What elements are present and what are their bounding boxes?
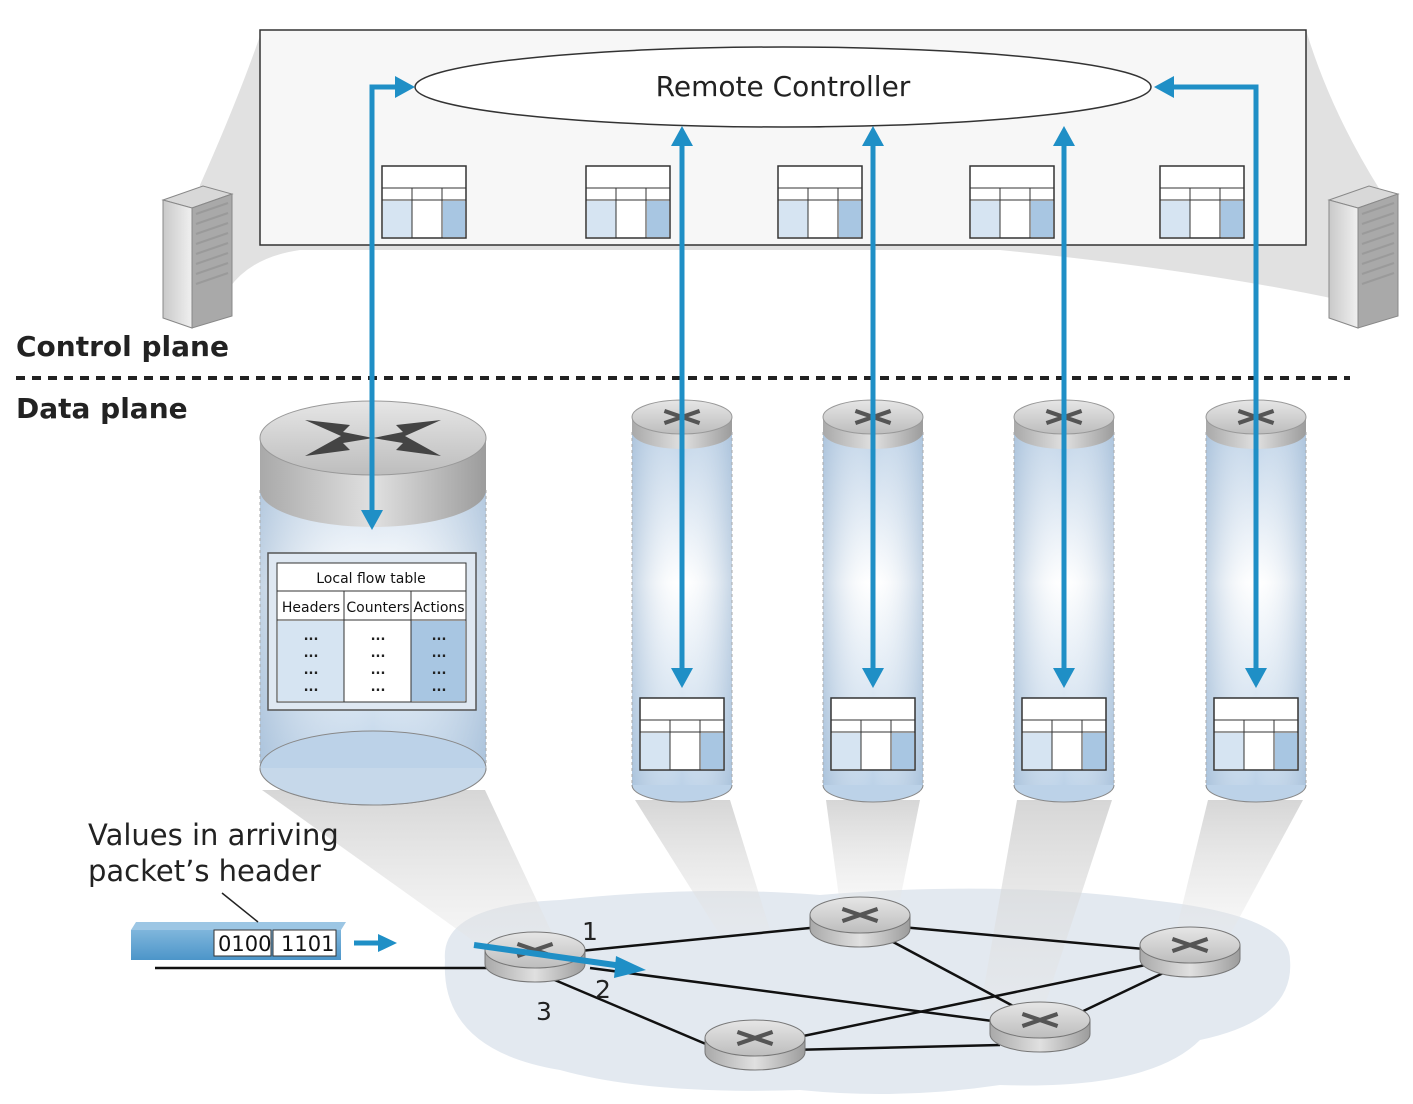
control-channels xyxy=(361,76,1267,688)
port-2-label: 2 xyxy=(595,975,611,1004)
mini-flow-table xyxy=(585,165,671,239)
control-plane-label: Control plane xyxy=(16,330,229,363)
mini-flow-table xyxy=(639,697,725,771)
annotation-leader xyxy=(221,892,259,923)
flow-table-ellipsis: ... xyxy=(304,646,319,661)
double-arrow-icon xyxy=(361,76,415,530)
server-icon xyxy=(161,185,234,329)
flow-table-ellipsis: ... xyxy=(371,663,386,678)
arriving-header-label-line1: Values in arriving xyxy=(88,818,339,852)
router-icon xyxy=(1171,936,1209,954)
router-icon xyxy=(841,906,879,924)
flow-table-header-counters: Counters xyxy=(346,600,409,616)
mini-flow-table xyxy=(1159,165,1245,239)
mini-flow-table xyxy=(381,165,467,239)
mini-flow-table xyxy=(830,697,916,771)
flow-table-ellipsis: ... xyxy=(304,663,319,678)
flow-table-ellipsis: ... xyxy=(432,663,447,678)
port-1-label: 1 xyxy=(582,917,598,946)
mini-flow-table xyxy=(1213,697,1299,771)
router xyxy=(704,1019,806,1071)
router xyxy=(809,896,911,948)
beam xyxy=(1175,800,1303,935)
forward-arrow xyxy=(473,942,646,978)
mini-flow-table xyxy=(969,165,1055,239)
flow-table-ellipsis: ... xyxy=(432,629,447,644)
router-icon xyxy=(1021,1011,1059,1029)
packet-bits-2: 1101 xyxy=(281,932,334,956)
local-flow-table: Local flow table Headers Counters Action… xyxy=(267,552,477,711)
double-arrow-icon xyxy=(1154,76,1267,688)
beam xyxy=(826,800,920,905)
flow-table-ellipsis: ... xyxy=(304,680,319,695)
flow-table-header-actions: Actions xyxy=(413,600,464,616)
flow-table-header-headers: Headers xyxy=(282,600,340,616)
beam xyxy=(635,800,770,935)
flow-table-ellipsis: ... xyxy=(371,680,386,695)
network-routers xyxy=(484,896,1241,1071)
beam xyxy=(262,790,560,960)
server-icon xyxy=(1327,185,1400,329)
port-3-label: 3 xyxy=(536,997,552,1026)
router xyxy=(1139,926,1241,978)
flow-table-ellipsis: ... xyxy=(432,680,447,695)
flow-table-rows: .................................... xyxy=(304,629,447,695)
flow-table-ellipsis: ... xyxy=(304,629,319,644)
flow-table-ellipsis: ... xyxy=(432,646,447,661)
router-icon xyxy=(736,1029,774,1047)
network-links xyxy=(155,923,1181,1052)
arriving-header-label-line2: packet’s header xyxy=(88,854,321,888)
flow-table-ellipsis: ... xyxy=(371,646,386,661)
mini-flow-table xyxy=(777,165,863,239)
data-plane-label: Data plane xyxy=(16,392,188,425)
packet-bits-1: 0100 xyxy=(218,932,271,956)
double-arrow-icon xyxy=(1053,126,1075,688)
controller-flow-tables xyxy=(381,165,1245,239)
flow-table-title: Local flow table xyxy=(316,571,425,587)
double-arrow-icon xyxy=(671,126,693,688)
double-arrow-icon xyxy=(862,126,884,688)
router xyxy=(989,1001,1091,1053)
mini-flow-table xyxy=(1021,697,1107,771)
switch-cylinders xyxy=(631,399,1307,803)
flow-table-ellipsis: ... xyxy=(371,629,386,644)
beam xyxy=(980,800,1112,1020)
arriving-packet: 0100 1101 xyxy=(131,922,397,960)
remote-controller-label: Remote Controller xyxy=(656,70,911,103)
